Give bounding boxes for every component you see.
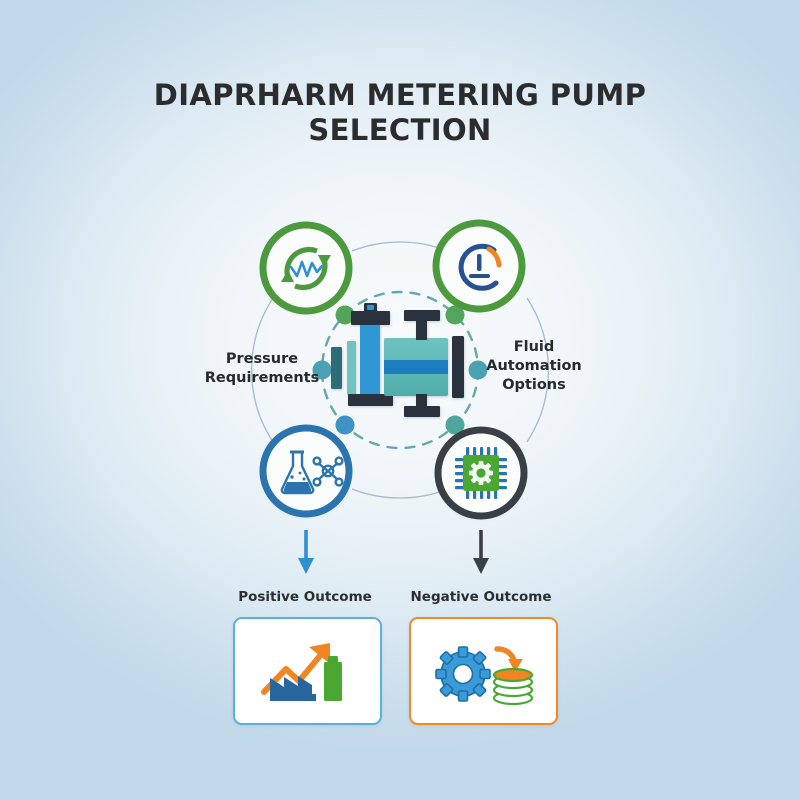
node-chemical-compatibility[interactable] (259, 424, 353, 518)
cycle-pulse-icon (281, 246, 331, 291)
label-fluid-automation-options: Fluid Automation Options (486, 339, 582, 394)
node-pressure-requirements[interactable] (259, 221, 353, 315)
orbit-dot-top-left (335, 305, 355, 325)
label-pressure-requirements: Pressure Requirements (204, 351, 320, 387)
node-ring-pressure-requirements (259, 221, 353, 315)
caption-negative-outcome: Negative Outcome (410, 589, 552, 605)
orbit-dot-bottom-right (445, 415, 465, 435)
arrow-to-negative-outcome (473, 530, 489, 574)
orbit-dot-right (468, 360, 488, 380)
outer-connector-ring (250, 241, 550, 499)
gear-cost-decline-icon (434, 646, 533, 706)
card-negative-outcome[interactable] (409, 617, 558, 725)
factory-growth-icon (260, 643, 342, 701)
arrow-to-positive-outcome (298, 530, 314, 574)
orbit-dot-bottom-left (335, 415, 355, 435)
orbit-dots (312, 305, 488, 435)
flask-molecule-icon (280, 450, 344, 495)
pressure-gauge-icon (458, 243, 502, 291)
node-fluid-automation-options[interactable] (432, 219, 526, 313)
orbit-dot-top-right (445, 305, 465, 325)
node-ring-chemical-compatibility (259, 424, 353, 518)
node-ring-control-electronics (434, 426, 528, 520)
orbit-dot-left (312, 360, 332, 380)
card-positive-outcome[interactable] (233, 617, 382, 725)
metering-pump-icon (331, 303, 464, 417)
microchip-icon (455, 447, 507, 499)
caption-positive-outcome: Positive Outcome (238, 589, 372, 605)
node-ring-fluid-automation-options (432, 219, 526, 313)
node-control-electronics[interactable] (434, 426, 528, 520)
